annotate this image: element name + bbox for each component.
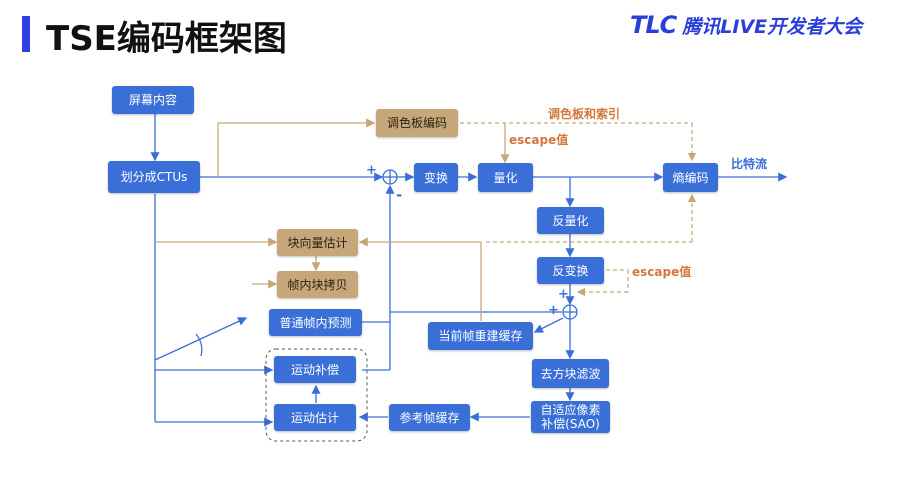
node-intra-pred: 普通帧内预测 <box>269 309 362 336</box>
brand-logo: TLC 腾讯LIVE开发者大会 <box>630 10 862 40</box>
label-plus-top: + <box>366 163 377 178</box>
label-plus-bottom-b: + <box>548 303 559 318</box>
title-accent-bar <box>22 16 30 52</box>
node-transform: 变换 <box>414 163 458 192</box>
label-bitstream: 比特流 <box>731 157 768 171</box>
node-inverse-transform: 反变换 <box>537 257 604 284</box>
label-minus-top: - <box>396 186 403 204</box>
label-escape-right: escape值 <box>632 265 692 279</box>
logo-mark: TLC <box>630 11 677 39</box>
node-split-ctus: 划分成CTUs <box>108 161 200 193</box>
logo-text: 腾讯LIVE开发者大会 <box>682 15 863 38</box>
node-dequantize: 反量化 <box>537 207 604 234</box>
node-sao: 自适应像素补偿(SAO) <box>531 401 610 433</box>
node-ref-buffer: 参考帧缓存 <box>389 404 470 431</box>
node-deblock: 去方块滤波 <box>532 359 609 388</box>
page-title: TSE编码框架图 <box>46 19 287 59</box>
node-entropy: 熵编码 <box>663 163 718 192</box>
label-plus-bottom-a: + <box>558 287 569 302</box>
node-palette-encode: 调色板编码 <box>376 109 458 137</box>
node-intra-block-copy: 帧内块拷贝 <box>277 271 358 298</box>
label-escape-top: escape值 <box>509 133 569 147</box>
node-screen-content: 屏幕内容 <box>112 86 194 114</box>
node-motion-est: 运动估计 <box>274 404 356 431</box>
node-block-vector-est: 块向量估计 <box>277 229 358 256</box>
node-motion-comp: 运动补偿 <box>274 356 356 383</box>
node-quantize: 量化 <box>478 163 533 192</box>
node-cur-frame-buffer: 当前帧重建缓存 <box>428 322 533 350</box>
label-palette-index: 调色板和索引 <box>548 107 621 121</box>
